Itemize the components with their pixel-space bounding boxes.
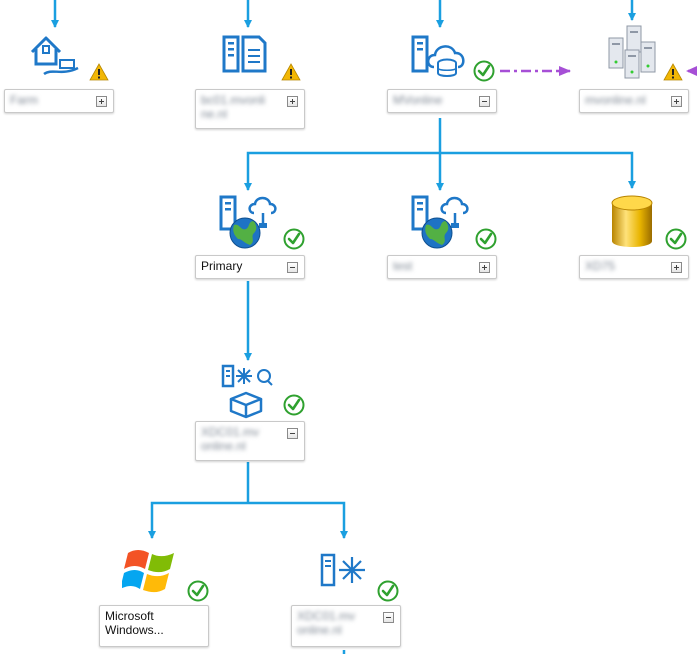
node-label: XD75: [585, 259, 616, 273]
status-ok-icon: [187, 580, 209, 602]
status-ok-icon: [475, 228, 497, 250]
node-label: MVonline: [393, 93, 443, 107]
node-test[interactable]: test: [387, 255, 497, 279]
node-label: mvonline.nl: [585, 93, 646, 107]
node-server-a[interactable]: bc01.mvonli ne.nl: [195, 89, 305, 129]
connector-to-xd75: [440, 151, 636, 189]
dependency-arrowhead-right: [686, 66, 697, 76]
expand-toggle[interactable]: [671, 96, 682, 107]
warning-icon: [663, 63, 683, 81]
node-label: Farm: [10, 93, 38, 107]
collapse-toggle[interactable]: [287, 428, 298, 439]
server-document-icon: [222, 35, 267, 73]
node-xdc01-b[interactable]: XDC01.mv online.nl: [291, 605, 401, 647]
farm-house-hand-icon: [30, 36, 79, 76]
node-label: XDC01.mv online.nl: [297, 609, 356, 637]
collapse-toggle[interactable]: [479, 96, 490, 107]
node-label: XDC01.mv online.nl: [201, 425, 260, 453]
server-cloud-globe-icon: [219, 195, 277, 249]
collapse-toggle[interactable]: [287, 262, 298, 273]
node-microsoft-windows[interactable]: Microsoft Windows...: [99, 605, 209, 647]
delivery-controller-package-icon: [221, 364, 273, 419]
warning-icon: [281, 63, 301, 81]
node-server-cluster[interactable]: mvonline.nl: [579, 89, 689, 113]
status-ok-icon: [665, 228, 687, 250]
connector-to-windows: [148, 501, 248, 539]
node-label: Microsoft Windows...: [105, 609, 164, 637]
collapse-toggle[interactable]: [383, 612, 394, 623]
node-mvonline[interactable]: MVonline: [387, 89, 497, 113]
warning-icon: [89, 63, 109, 81]
node-xdc01[interactable]: XDC01.mv online.nl: [195, 421, 305, 461]
expand-toggle[interactable]: [671, 262, 682, 273]
node-farm[interactable]: Farm: [4, 89, 114, 113]
expand-toggle[interactable]: [479, 262, 490, 273]
server-cloud-globe-icon: [411, 195, 469, 249]
connector-to-xdc01-b: [248, 501, 348, 539]
windows-logo-icon: [122, 550, 174, 593]
expand-toggle[interactable]: [96, 96, 107, 107]
node-label: Primary: [201, 259, 243, 273]
server-cluster-icon: [608, 25, 656, 79]
expand-toggle[interactable]: [287, 96, 298, 107]
node-label: bc01.mvonli ne.nl: [201, 93, 266, 121]
server-cloud-database-icon: [411, 35, 465, 77]
server-snowflake-icon: [320, 553, 365, 587]
status-ok-icon: [473, 60, 495, 82]
node-xd75[interactable]: XD75: [579, 255, 689, 279]
status-ok-icon: [377, 580, 399, 602]
database-cylinder-icon: [611, 195, 653, 247]
connector-to-primary: [244, 151, 440, 191]
node-primary[interactable]: Primary: [195, 255, 305, 279]
node-label: test: [393, 259, 413, 273]
status-ok-icon: [283, 228, 305, 250]
status-ok-icon: [283, 394, 305, 416]
